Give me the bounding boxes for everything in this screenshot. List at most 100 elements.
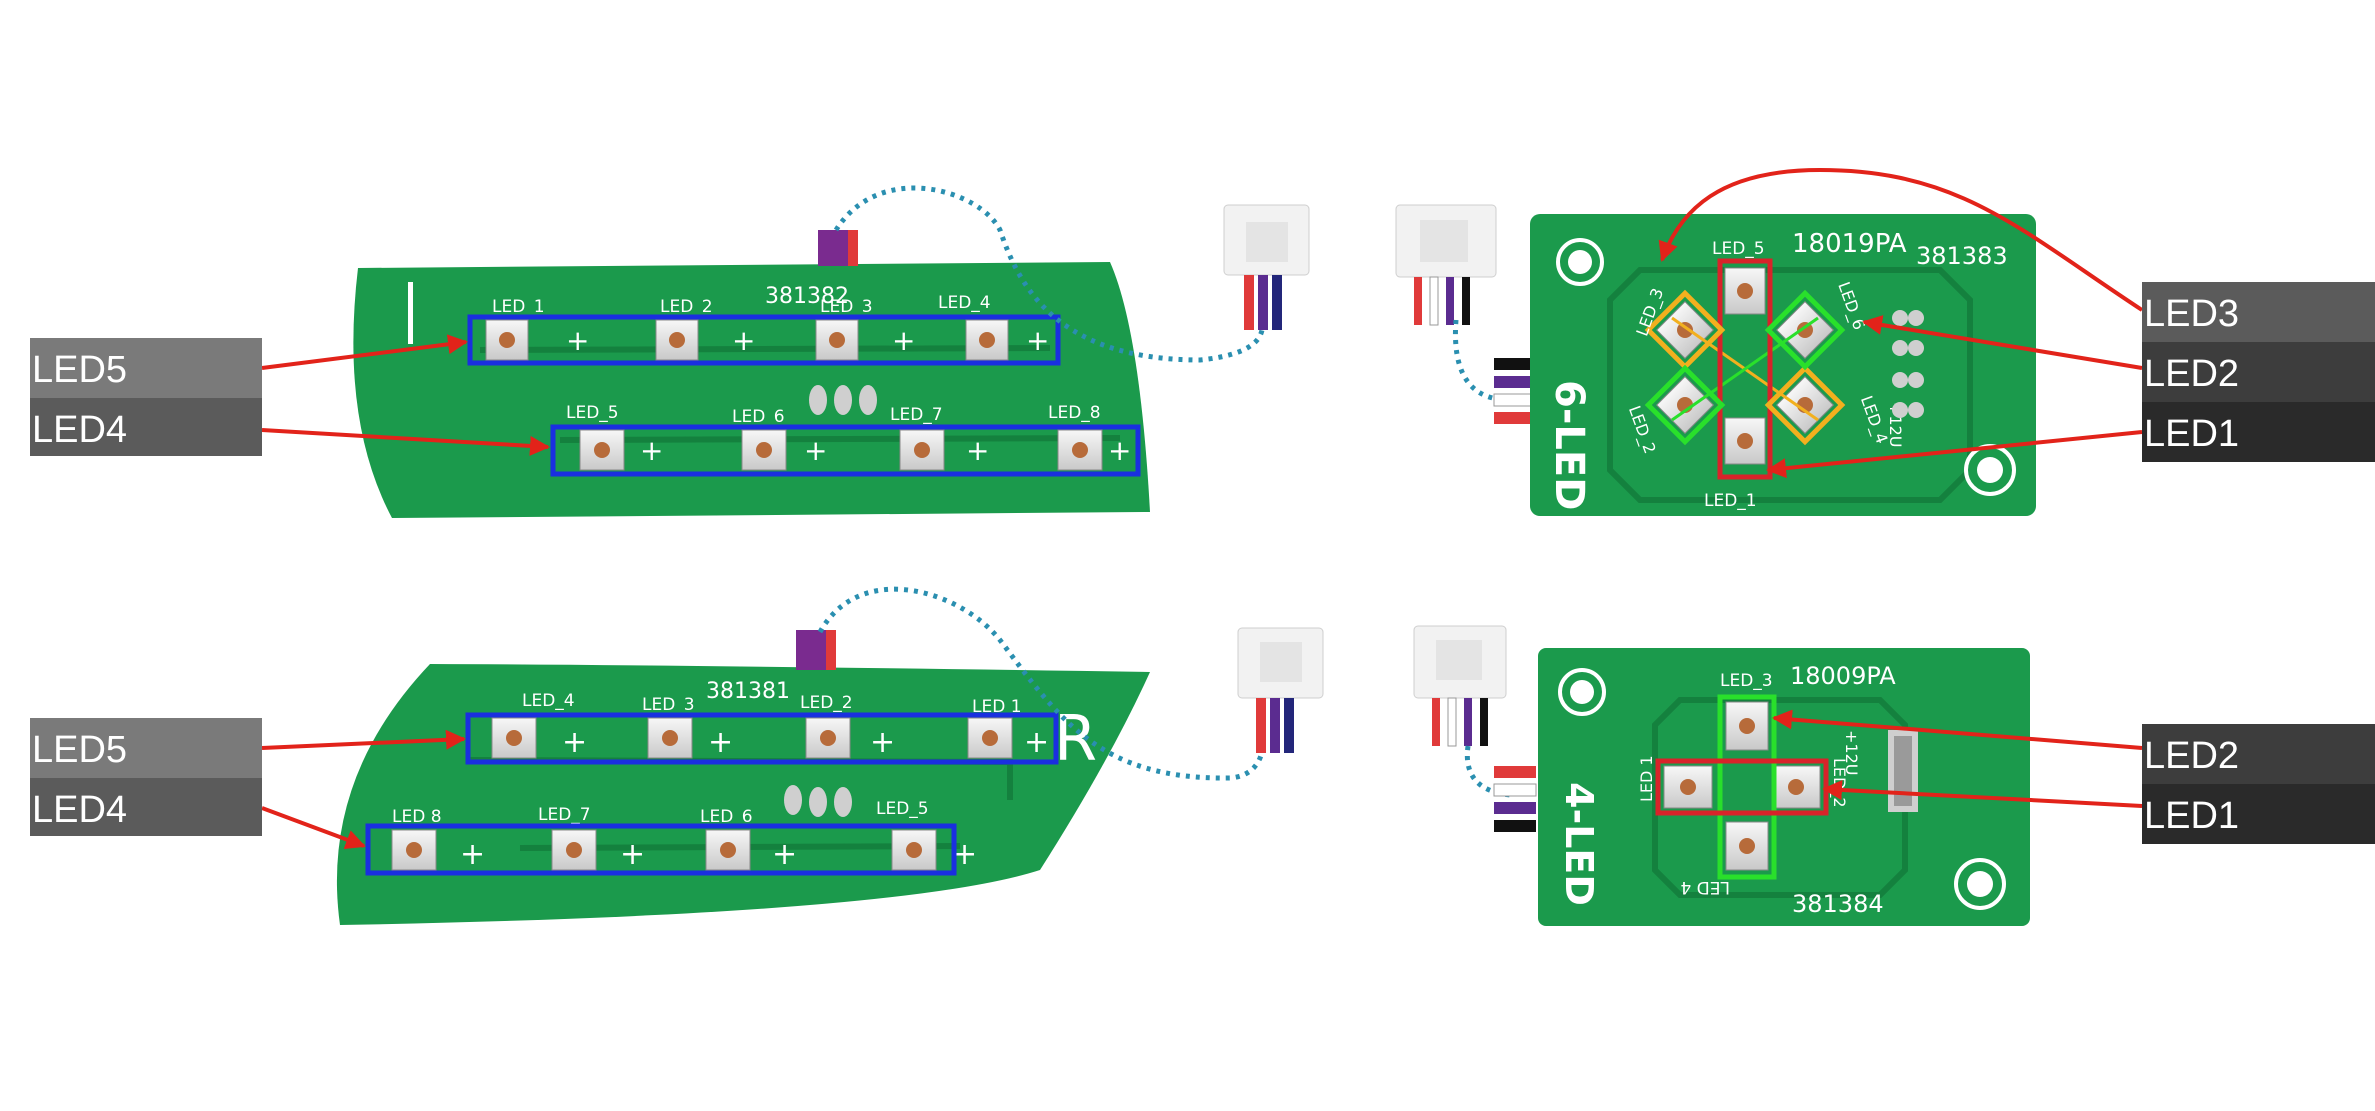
svg-text:+: + <box>708 725 733 760</box>
led-label: LED_5 <box>1712 239 1765 259</box>
svg-text:+: + <box>1108 434 1131 467</box>
led-4 <box>491 717 537 759</box>
svg-text:+: + <box>772 837 797 872</box>
svg-text:+: + <box>870 725 895 760</box>
callout-label: LED4 <box>32 409 127 451</box>
board-number: 381382 <box>765 284 849 309</box>
left-top-board: 381382 LED_1 LED_2 LED_3 LED_4 + + + + <box>353 230 1150 518</box>
part-code: 18019PA <box>1792 229 1907 259</box>
svg-text:+: + <box>460 837 485 872</box>
socket-connector <box>1395 204 1497 326</box>
led-label: LED_3 <box>642 695 695 715</box>
pcb <box>1530 214 2036 516</box>
row-1-leds: LED_1 LED_2 LED_3 LED_4 + + + + <box>485 293 1049 361</box>
led-7 <box>551 829 597 871</box>
pcb <box>336 664 1150 925</box>
callout-left-top: LED5 LED4 <box>30 338 262 456</box>
group-box-green <box>1764 289 1846 371</box>
svg-text:+: + <box>732 324 755 357</box>
solder-pads <box>809 385 877 415</box>
led-label: LED_6 <box>732 407 785 427</box>
dotted-wire <box>833 185 1265 363</box>
callout-label: LED1 <box>2144 795 2239 837</box>
part-code: 18009PA <box>1790 662 1896 690</box>
callout-label: LED1 <box>2144 413 2239 455</box>
led-7 <box>899 429 945 471</box>
group-box-row-1 <box>467 314 1061 366</box>
side-letter-l <box>408 282 413 344</box>
row-2-leds: LED_5 LED_6 LED_7 LED_8 + + + + <box>566 403 1131 471</box>
led-8 <box>1057 429 1103 471</box>
plug-connector <box>1237 627 1324 753</box>
led-label: LED_3 <box>1720 671 1773 691</box>
led-label: LED 1 <box>972 697 1022 717</box>
led-label: LED_8 <box>1048 403 1101 423</box>
callout-label: LED5 <box>32 729 127 771</box>
led-2 <box>655 319 699 361</box>
led-label: LED_1 <box>1704 491 1757 511</box>
led-3 <box>815 319 859 361</box>
svg-text:+: + <box>562 725 587 760</box>
led-label: LED_1 <box>492 297 545 317</box>
led-5 <box>1724 267 1766 315</box>
led-1 <box>1724 417 1766 465</box>
callout-right-top: LED3 LED2 LED1 <box>2142 282 2375 462</box>
board-number: 381384 <box>1792 890 1884 918</box>
led-4 <box>965 319 1009 361</box>
board-type: 4-LED <box>1557 782 1601 906</box>
callout-right-bottom: LED2 LED1 <box>2142 724 2375 844</box>
right-top-board: 18019PA 381383 6-LED +12U LED_5 LED_3 LE… <box>1530 214 2036 516</box>
led-label: LED_6 <box>700 807 753 827</box>
svg-text:+: + <box>640 434 663 467</box>
group-box-green <box>1644 364 1726 446</box>
led-label: LED_7 <box>538 805 591 825</box>
led-2 <box>805 717 851 759</box>
led-3 <box>1725 701 1769 751</box>
pcb <box>353 262 1150 518</box>
svg-text:+: + <box>620 837 645 872</box>
led-2 <box>1771 765 1821 809</box>
led-label: LED_2 <box>1829 758 1849 808</box>
plug-connector <box>1223 204 1310 330</box>
callout-label: LED4 <box>32 789 127 831</box>
connectors <box>817 185 1537 832</box>
led-label: LED_4 <box>938 293 991 313</box>
svg-text:+: + <box>892 324 915 357</box>
group-box-green <box>1717 694 1777 880</box>
led-label: LED_2 <box>660 297 713 317</box>
svg-text:+: + <box>966 434 989 467</box>
left-bottom-board: 381381 R LED_4 LED_3 LED_2 LED 1 + + + + <box>336 630 1150 925</box>
led-1 <box>1663 765 1713 809</box>
group-box-row-2 <box>365 823 957 876</box>
led-6 <box>1776 301 1834 359</box>
led-label: LED_2 <box>800 693 853 713</box>
group-box-orange <box>1764 364 1846 446</box>
svg-text:+: + <box>566 324 589 357</box>
wire-stub <box>818 230 852 266</box>
led-5 <box>891 829 937 871</box>
row-1-leds: LED_4 LED_3 LED_2 LED 1 + + + + <box>491 691 1049 760</box>
wire-bundle <box>1493 358 1535 424</box>
led-label: LED 8 <box>392 807 442 827</box>
group-box-row-2 <box>550 424 1141 477</box>
led-3 <box>647 717 693 759</box>
wire-bundle <box>1493 766 1537 832</box>
row-2-leds: LED 8 LED_7 LED_6 LED_5 + + + + <box>391 799 977 872</box>
board-number: 381383 <box>1916 242 2008 270</box>
led-label: LED_5 <box>876 799 929 819</box>
led-6 <box>705 829 751 871</box>
pads <box>1888 730 1918 812</box>
led-4 <box>1725 821 1769 871</box>
led-1 <box>485 319 529 361</box>
svg-text:+: + <box>804 434 827 467</box>
solder-pads <box>784 785 852 817</box>
led-label: LED_4 <box>522 691 575 711</box>
callout-label: LED3 <box>2144 293 2239 335</box>
board-number: 381381 <box>706 679 790 704</box>
callout-label: LED2 <box>2144 353 2239 395</box>
led-label: LED 4 <box>1680 877 1730 897</box>
led-5 <box>579 429 625 471</box>
wire-stub <box>796 630 830 670</box>
callout-arrows <box>261 167 2144 850</box>
